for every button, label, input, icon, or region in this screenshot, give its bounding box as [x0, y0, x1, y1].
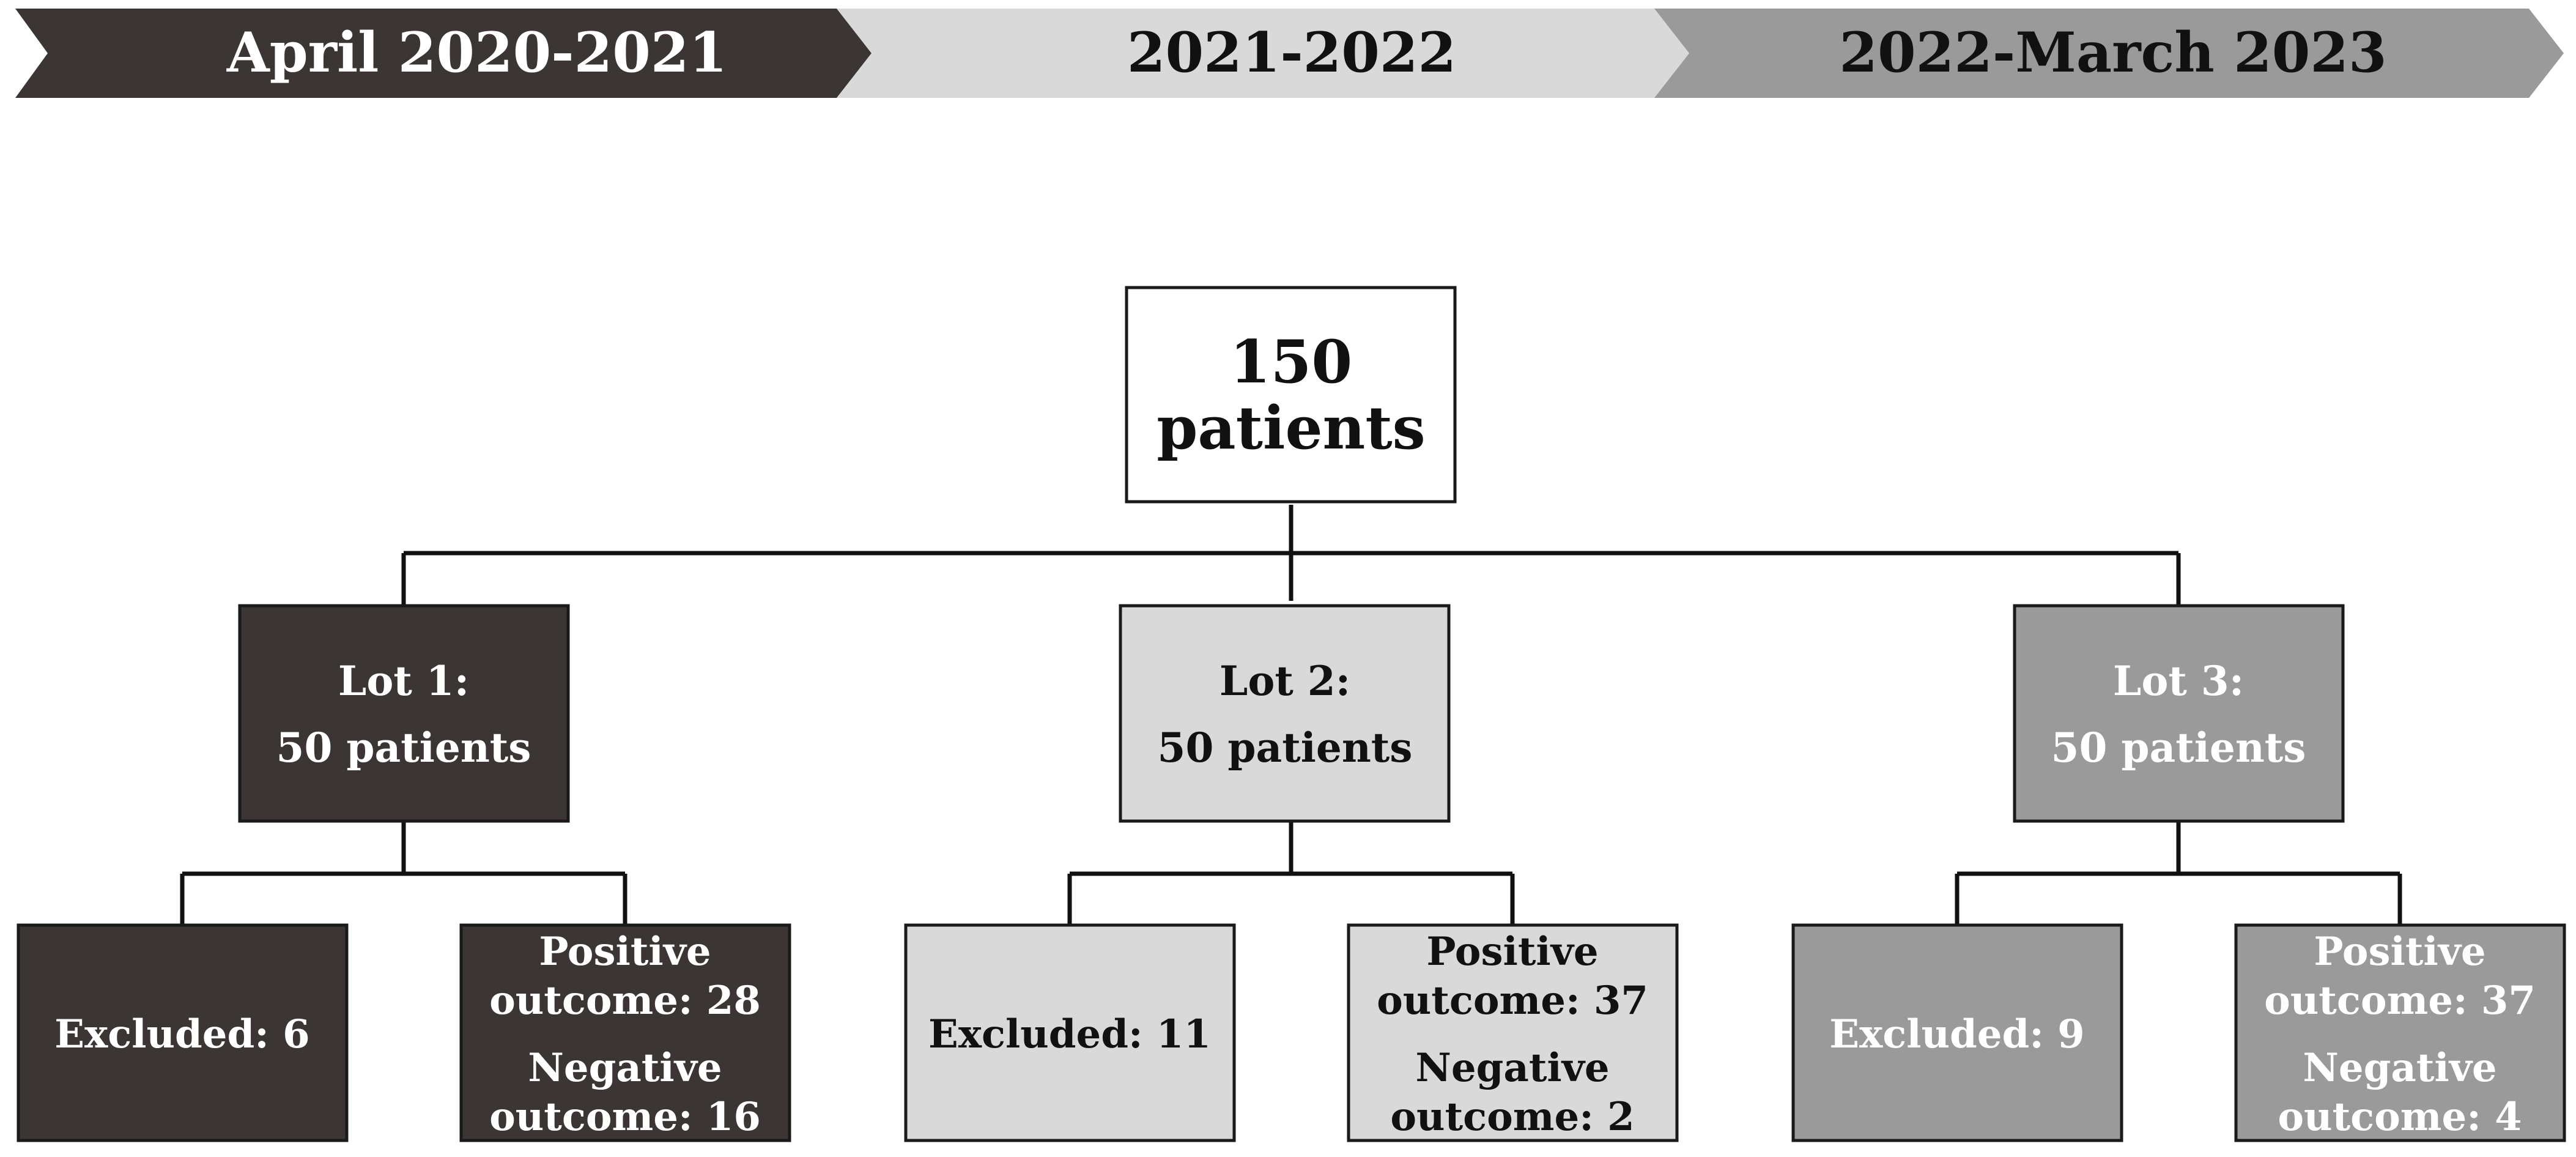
- lot2-count: 50 patients: [1158, 724, 1413, 772]
- lot3-count: 50 patients: [2051, 724, 2306, 772]
- root-node: 150 patients: [1125, 286, 1457, 504]
- lot3-excluded-box: [1791, 923, 2123, 1142]
- lot3-positive-value: outcome: 37: [2264, 978, 2536, 1024]
- lot1-count: 50 patients: [276, 724, 531, 772]
- lot1-excluded: Excluded: 6: [54, 1011, 309, 1057]
- timeline-segment-3: [1654, 9, 2564, 98]
- lot2-negative-value: outcome: 2: [1390, 1094, 1634, 1140]
- lot3-positive-label: Positive: [2314, 929, 2485, 975]
- lot1-positive-label: Positive: [539, 929, 711, 975]
- lot2-negative-label: Negative: [1415, 1045, 1609, 1091]
- lot2-excluded: Excluded: 11: [928, 1011, 1211, 1057]
- lot3-outcome-box: [2234, 923, 2566, 1142]
- lot-2: Lot 2: 50 patients Excluded: 11 Positive…: [904, 604, 1679, 1142]
- lot3-excluded: Excluded: 9: [1829, 1011, 2084, 1057]
- lot1-box: [238, 604, 570, 823]
- lot2-outcome-box: [1347, 923, 1679, 1142]
- timeline-label-1: April 2020-2021: [226, 20, 727, 85]
- lot3-title: Lot 3:: [2113, 657, 2244, 705]
- timeline-segment-1: [15, 9, 872, 98]
- lot3-box: [2013, 604, 2345, 823]
- lot2-positive-label: Positive: [1426, 929, 1598, 975]
- timeline-segment-2: [837, 9, 1689, 98]
- root-label: patients: [1157, 393, 1425, 463]
- lot-3: Lot 3: 50 patients Excluded: 9 Positive …: [1791, 604, 2566, 1142]
- lot2-title: Lot 2:: [1220, 657, 1350, 705]
- lot2-box: [1119, 604, 1451, 823]
- lot-1: Lot 1: 50 patients Excluded: 6 Positive …: [17, 604, 791, 1142]
- connectors: [180, 505, 2402, 925]
- lot1-positive-value: outcome: 28: [489, 978, 761, 1024]
- lot1-title: Lot 1:: [338, 657, 469, 705]
- lot1-negative-label: Negative: [528, 1045, 722, 1091]
- lot2-positive-value: outcome: 37: [1377, 978, 1648, 1024]
- lot2-excluded-box: [904, 923, 1236, 1142]
- timeline-banner: April 2020-2021 2021-2022 2022-March 202…: [15, 9, 2564, 98]
- root-box: [1125, 286, 1457, 504]
- root-count: 150: [1230, 327, 1352, 396]
- timeline-label-2: 2021-2022: [1127, 20, 1456, 85]
- timeline-label-3: 2022-March 2023: [1839, 20, 2386, 85]
- lot1-outcome-box: [459, 923, 791, 1142]
- lot3-negative-value: outcome: 4: [2278, 1094, 2522, 1140]
- lot1-negative-value: outcome: 16: [489, 1094, 761, 1140]
- lot1-excluded-box: [17, 923, 349, 1142]
- lot3-negative-label: Negative: [2303, 1045, 2496, 1091]
